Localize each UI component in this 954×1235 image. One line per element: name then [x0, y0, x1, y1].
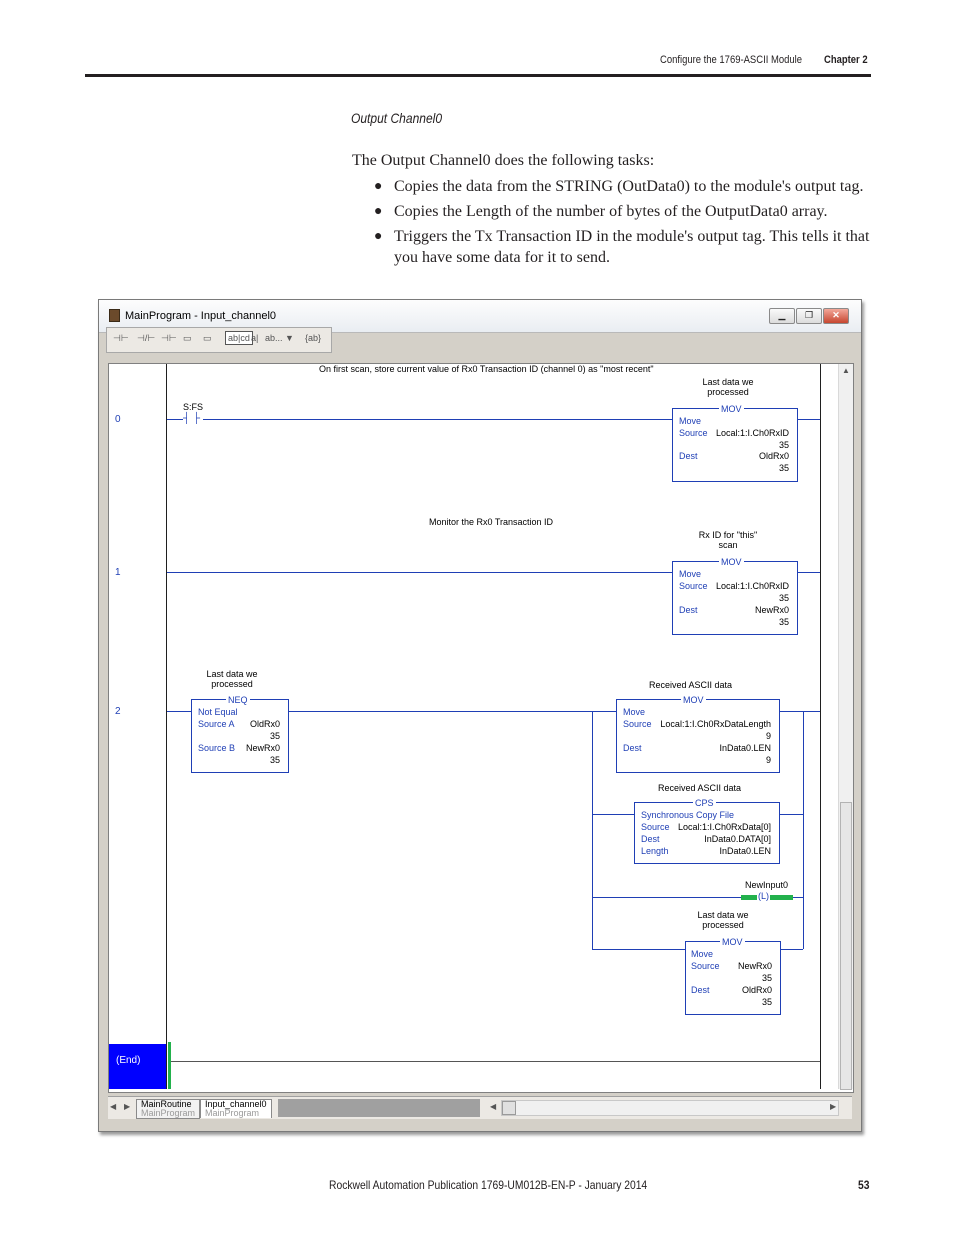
chevron-down-icon[interactable]: ▼	[285, 333, 294, 343]
mov-instruction[interactable]: MOV Move Source NewRx0 35 Dest OldRx0 35	[685, 937, 781, 1015]
task-text: Triggers the Tx Transaction ID in the mo…	[394, 228, 870, 266]
hscroll-left-icon[interactable]: ◀	[490, 1102, 497, 1111]
minimize-button[interactable]: ▁	[769, 308, 795, 324]
branch-wire	[779, 814, 803, 815]
branch-wire	[803, 897, 804, 949]
coil-tag[interactable]: NewInput0	[745, 880, 789, 890]
rung-wire	[167, 711, 191, 712]
scroll-up-icon[interactable]: ▲	[842, 366, 850, 375]
rung-number[interactable]: 0	[115, 414, 121, 425]
mov-instruction[interactable]: MOV Move Source Local:1:I.Ch0RxID 35 Des…	[672, 404, 798, 482]
instruction-description: Rx ID for "this"scan	[698, 530, 758, 550]
publication-footer: Rockwell Automation Publication 1769-UM0…	[329, 1178, 648, 1192]
bullet-icon: ●	[374, 229, 383, 244]
branch-wire	[592, 897, 593, 949]
examine-on-contact-icon[interactable]: ┤ ├	[183, 413, 203, 425]
rung-wire	[287, 711, 616, 712]
branch-wire	[592, 897, 803, 898]
rung-number[interactable]: 2	[115, 706, 121, 717]
font-select[interactable]: ab...	[265, 333, 283, 343]
intro-text: The Output Channel0 does the following t…	[352, 152, 655, 169]
hscroll-right-icon[interactable]: ▶	[830, 1102, 837, 1111]
branch-wire	[779, 949, 803, 950]
rung-wire	[779, 711, 820, 712]
horizontal-scrollbar[interactable]	[501, 1100, 839, 1116]
window-title: MainProgram - Input_channel0	[125, 310, 277, 322]
branch-wire	[803, 711, 804, 897]
neq-instruction[interactable]: NEQ Not Equal Source A OldRx0 35 Source …	[191, 695, 289, 773]
mov-instruction[interactable]: MOV Move Source Local:1:I.Ch0RxID 35 Des…	[672, 557, 798, 635]
instruction-description: Received ASCII data	[649, 680, 733, 690]
right-power-rail	[820, 364, 821, 1089]
bullet-icon: ●	[374, 179, 383, 194]
header-rule	[85, 74, 871, 77]
scrollbar-thumb[interactable]	[840, 802, 852, 1090]
ladder-view: ▲ ▼ On first scan, store current value o…	[108, 363, 854, 1093]
tag-icon[interactable]: {ab}	[305, 333, 322, 343]
bullet-icon: ●	[374, 204, 383, 219]
rung-comment: On first scan, store current value of Rx…	[319, 364, 654, 374]
end-rung-wire	[171, 1061, 820, 1062]
task-list: ● Copies the data from the STRING (OutDat…	[352, 176, 872, 272]
rung-number[interactable]: 1	[115, 567, 121, 578]
contact-icon[interactable]: ▭	[183, 333, 192, 343]
branch-wire	[592, 949, 685, 950]
branch-icon[interactable]: ⊣/⊢	[137, 333, 156, 343]
comment-icon[interactable]: a|	[251, 333, 259, 343]
coil-icon[interactable]: ▭	[203, 333, 212, 343]
list-item: ● Copies the data from the STRING (OutDat…	[352, 176, 872, 197]
contact-tag[interactable]: S:FS	[183, 402, 204, 412]
rung-wire	[797, 572, 820, 573]
task-text: Copies the Length of the number of bytes…	[394, 203, 828, 220]
instruction-description: Received ASCII data	[658, 783, 742, 793]
branch-level-icon[interactable]: ⊣⊢	[161, 333, 177, 343]
instruction-toolbar: ⊣⊢ ⊣/⊢ ⊣⊢ ▭ ▭ ab|cd a| ab... ▼ {ab}	[106, 327, 332, 353]
rung-wire	[167, 572, 672, 573]
left-power-rail	[166, 364, 167, 1089]
tab-scroll-right-icon[interactable]: ▶	[124, 1102, 131, 1111]
close-button[interactable]: ✕	[823, 308, 849, 324]
rung-wire	[167, 419, 672, 420]
page-number: 53	[858, 1178, 870, 1192]
ladder-editor-window: MainProgram - Input_channel0 ▁ ❐ ✕ ⊣⊢ ⊣/…	[98, 299, 862, 1132]
energized-rail	[168, 1042, 171, 1089]
rung-wire	[797, 419, 820, 420]
task-text: Copies the data from the STRING (OutData…	[394, 178, 864, 195]
restore-button[interactable]: ❐	[796, 308, 822, 324]
rung-icon[interactable]: ⊣⊢	[113, 333, 129, 343]
running-header: Configure the 1769-ASCII Module	[660, 54, 802, 66]
chapter-label: Chapter 2	[824, 54, 868, 66]
cps-instruction[interactable]: CPS Synchronous Copy File Source Local:1…	[634, 798, 780, 864]
hscroll-thumb[interactable]	[502, 1101, 516, 1115]
end-rung-marker[interactable]: (End)	[109, 1044, 166, 1089]
branch-wire	[592, 814, 634, 815]
latch-coil-icon[interactable]: (L)	[757, 891, 770, 901]
tab-strip-fill	[278, 1099, 480, 1117]
rung-comment: Monitor the Rx0 Transaction ID	[429, 517, 554, 527]
list-item: ● Triggers the Tx Transaction ID in the m…	[352, 226, 872, 268]
program-icon	[109, 309, 120, 322]
section-title: Output Channel0	[351, 110, 443, 126]
description-toggle-icon[interactable]: ab|cd	[225, 331, 253, 345]
mov-instruction[interactable]: MOV Move Source Local:1:I.Ch0RxDataLengt…	[616, 695, 780, 773]
branch-wire	[592, 711, 593, 897]
tab-scroll-left-icon[interactable]: ◀	[110, 1102, 117, 1111]
list-item: ● Copies the Length of the number of byte…	[352, 201, 872, 222]
